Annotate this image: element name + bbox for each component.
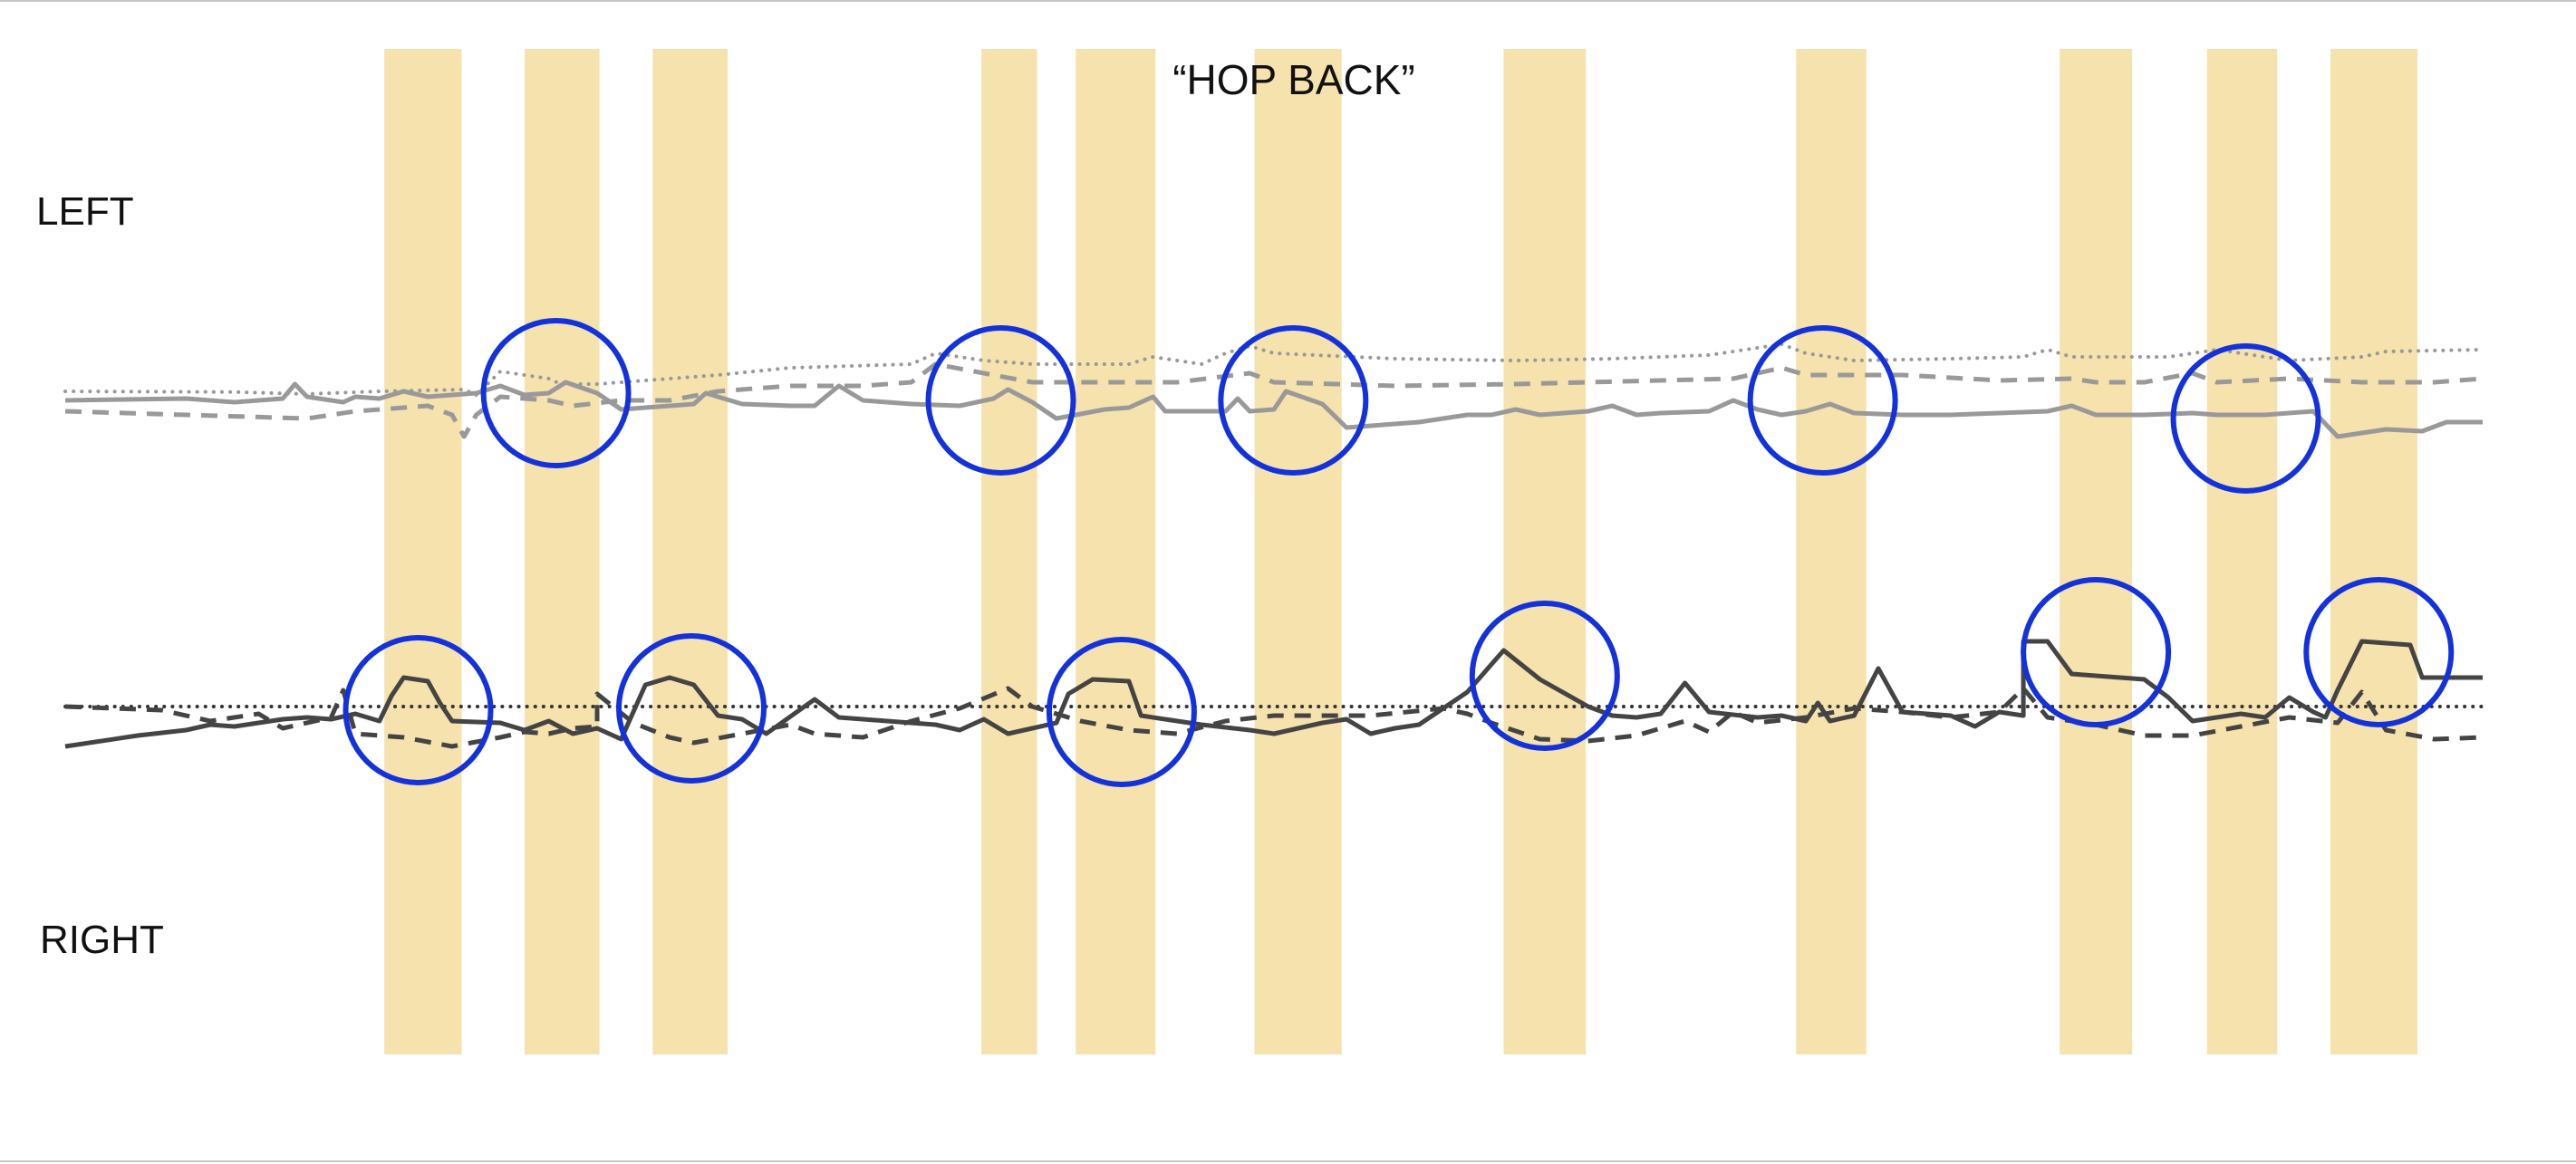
- left-dotted-line: [63, 342, 2484, 397]
- right-peak-circle-6: [343, 635, 494, 785]
- right-peak-circle-8: [1046, 637, 1197, 787]
- right-solid-line: [64, 639, 2483, 749]
- right-peak-circle-10: [2021, 577, 2172, 727]
- right-label: RIGHT: [40, 918, 164, 962]
- left-solid-line: [64, 380, 2483, 439]
- highlight-band-11: [2330, 49, 2417, 1054]
- left-dashed-line: [64, 361, 2484, 439]
- highlight-band-1: [384, 49, 462, 1054]
- right-peak-circle-7: [616, 633, 767, 784]
- highlight-band-10: [2206, 49, 2278, 1054]
- left-label: LEFT: [36, 189, 134, 234]
- chart-title: “HOP BACK”: [1172, 56, 1415, 103]
- highlight-band-7: [1503, 49, 1587, 1054]
- left-peak-circle-2: [925, 325, 1076, 476]
- highlight-band-3: [652, 49, 728, 1054]
- highlight-band-6: [1254, 49, 1342, 1054]
- left-peak-circle-1: [480, 318, 632, 468]
- highlight-bands: [384, 49, 2417, 1054]
- signal-lines: [63, 342, 2484, 749]
- right-peak-circle-9: [1469, 601, 1620, 751]
- highlight-band-2: [524, 49, 600, 1054]
- left-peak-circle-3: [1218, 325, 1369, 476]
- highlight-band-4: [981, 49, 1037, 1054]
- right-dashed-line: [64, 686, 2484, 749]
- right-peak-circle-11: [2303, 577, 2455, 727]
- highlight-band-5: [1076, 49, 1156, 1054]
- peak-circles: [343, 318, 2455, 787]
- left-peak-circle-4: [1747, 325, 1898, 476]
- highlight-band-8: [1796, 49, 1867, 1054]
- highlight-band-9: [2060, 49, 2133, 1054]
- left-peak-circle-5: [2170, 343, 2321, 494]
